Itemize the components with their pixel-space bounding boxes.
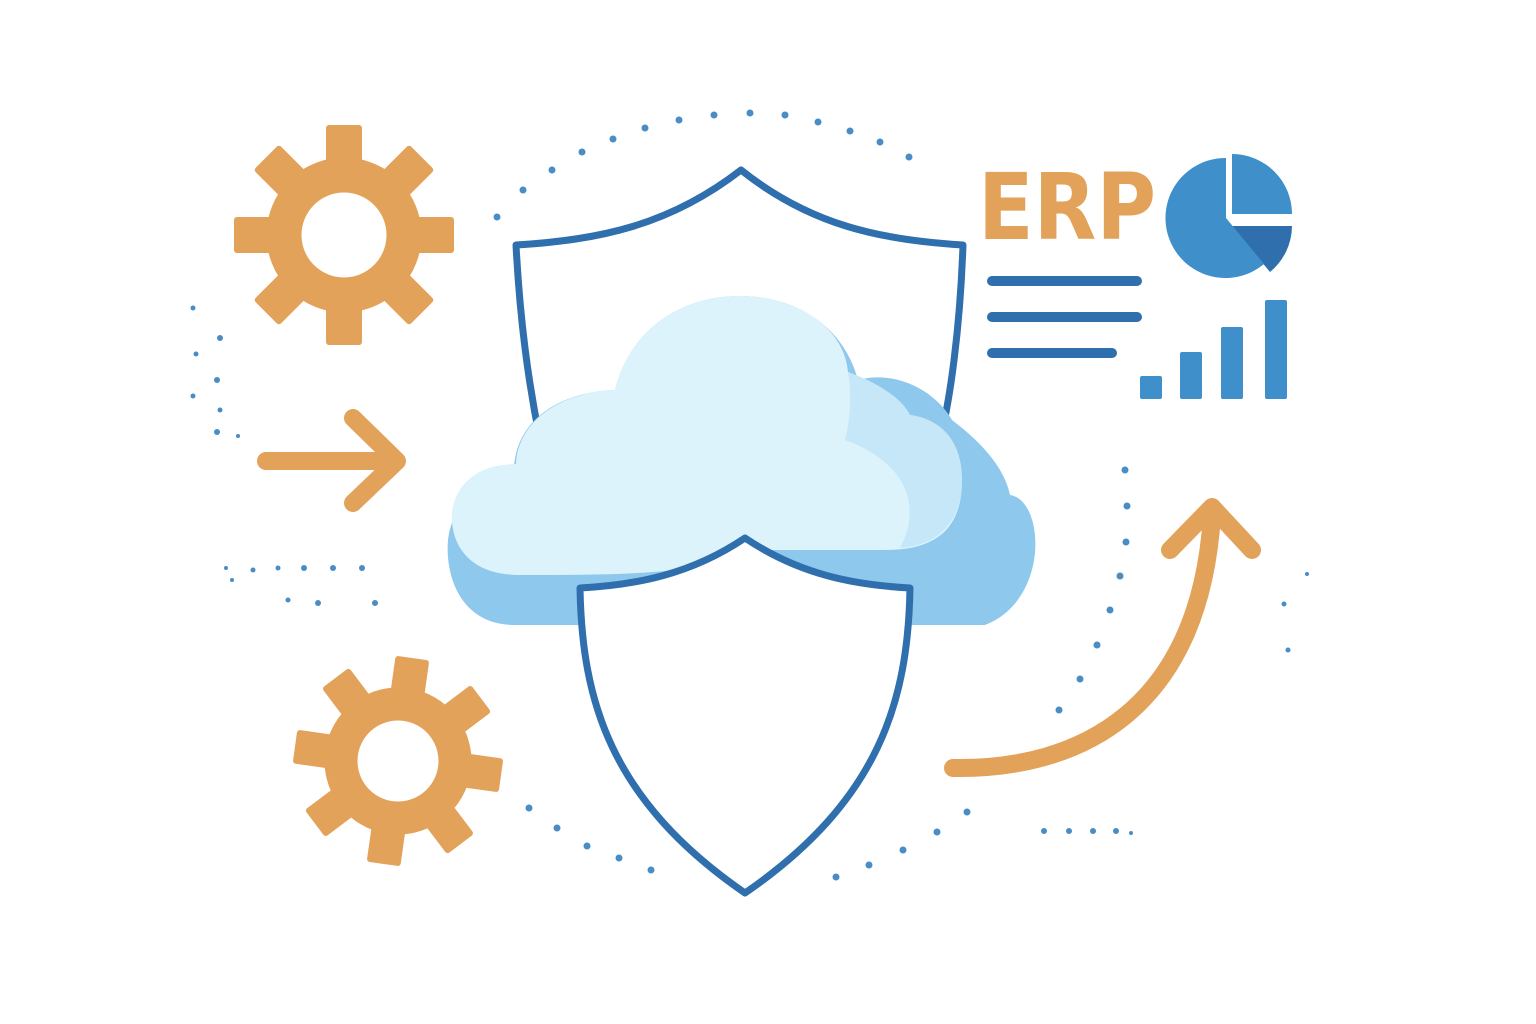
- dotted-line-bottom-right: [1041, 828, 1133, 835]
- erp-label: ERP: [978, 154, 1156, 261]
- shield-icon: [576, 534, 914, 897]
- dotted-arc-right: [1055, 466, 1131, 714]
- arrow-right-icon: [257, 409, 406, 512]
- cloud-icon: [447, 296, 1036, 625]
- dotted-line-left: [224, 565, 378, 606]
- gear-icon: [234, 125, 454, 345]
- gear-icon: [293, 656, 503, 866]
- text-lines-icon: [987, 276, 1142, 358]
- pie-chart-icon: [1165, 154, 1292, 278]
- dots-far-right: [1281, 572, 1309, 653]
- curved-arrow-up-icon: [944, 498, 1261, 778]
- bar-chart-icon: [1140, 300, 1287, 399]
- dotted-arc-left: [190, 305, 240, 438]
- dotted-arc-top: [493, 109, 913, 221]
- dotted-arc-bottom: [525, 804, 971, 881]
